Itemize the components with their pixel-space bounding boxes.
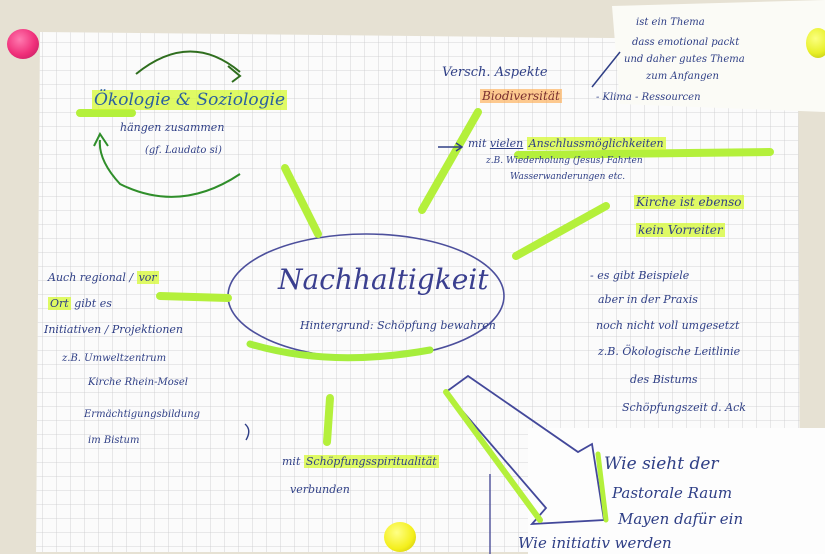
- cycle-arrow-bottom: [98, 139, 241, 198]
- center-green-arc: [246, 340, 434, 362]
- right-lower-line4: z.B. Ökologische Leitlinie: [598, 345, 741, 358]
- top-note-line4: zum Anfangen: [646, 71, 719, 82]
- center-subtitle: Hintergrund: Schöpfung bewahren: [300, 319, 496, 332]
- right-callout-line1: Kirche ist ebenso: [634, 195, 744, 209]
- right-lower-line5: des Bistums: [630, 373, 698, 386]
- top-left-line2: (gf. Laudato si): [145, 145, 222, 156]
- biodiversity-highlight: Biodiversität: [480, 89, 562, 103]
- marker-rays: [76, 108, 774, 446]
- top-right-line2: - Klima - Ressourcen: [596, 92, 701, 103]
- bottom-right-line2: Pastorale Raum: [612, 484, 733, 502]
- left-line4: z.B. Umweltzentrum: [62, 353, 167, 364]
- left-line1: Auch regional / vor: [48, 271, 159, 284]
- bottom-right-line1: Wie sieht der: [604, 454, 719, 474]
- right-callout-line2: kein Vorreiter: [636, 223, 725, 237]
- right-lower-line1: - es gibt Beispiele: [590, 269, 690, 282]
- right-upper-line3: Wasserwanderungen etc.: [510, 172, 626, 182]
- top-note-line1: ist ein Thema: [636, 17, 705, 28]
- left-line2: Ort gibt es: [48, 297, 112, 310]
- bottom-line1: mit Schöpfungsspiritualität: [282, 455, 439, 468]
- yellow-pin-bottom: [384, 522, 416, 552]
- left-line3: Initiativen / Projektionen: [44, 323, 183, 336]
- right-lower-line2: aber in der Praxis: [598, 293, 698, 306]
- left-line6: Ermächtigungsbildung: [84, 409, 201, 420]
- big-arrow: [444, 374, 606, 526]
- cycle-arrow-top: [135, 50, 241, 75]
- bottom-right-line4: Wie initiativ werden: [518, 534, 672, 552]
- top-left-line1: hängen zusammen: [120, 121, 225, 134]
- top-right-line1: Versch. Aspekte: [442, 65, 548, 80]
- left-line7: im Bistum: [88, 435, 140, 446]
- right-upper-line2: z.B. Wiederholung (Jesus) Fahrten: [486, 156, 643, 166]
- note-paper-top-right: [612, 0, 825, 112]
- right-lower-line3: noch nicht voll umgesetzt: [596, 319, 740, 332]
- right-upper-line1: mit vielen Anschlussmöglichkeiten: [468, 137, 666, 150]
- bottom-right-line3: Mayen dafür ein: [618, 510, 744, 528]
- top-left-title: Ökologie & Soziologie: [92, 90, 288, 110]
- pink-pin: [7, 29, 39, 59]
- right-lower-line6: Schöpfungszeit d. Ack: [622, 401, 746, 414]
- bottom-line2: verbunden: [290, 483, 350, 496]
- top-note-line2: dass emotional packt: [632, 37, 740, 48]
- yellow-pin-top-right: [806, 28, 825, 58]
- note-paper-bottom-right: [528, 428, 825, 554]
- center-title: Nachhaltigkeit: [278, 263, 489, 296]
- left-line5: Kirche Rhein-Mosel: [88, 377, 188, 388]
- top-note-line3: und daher gutes Thema: [624, 54, 745, 65]
